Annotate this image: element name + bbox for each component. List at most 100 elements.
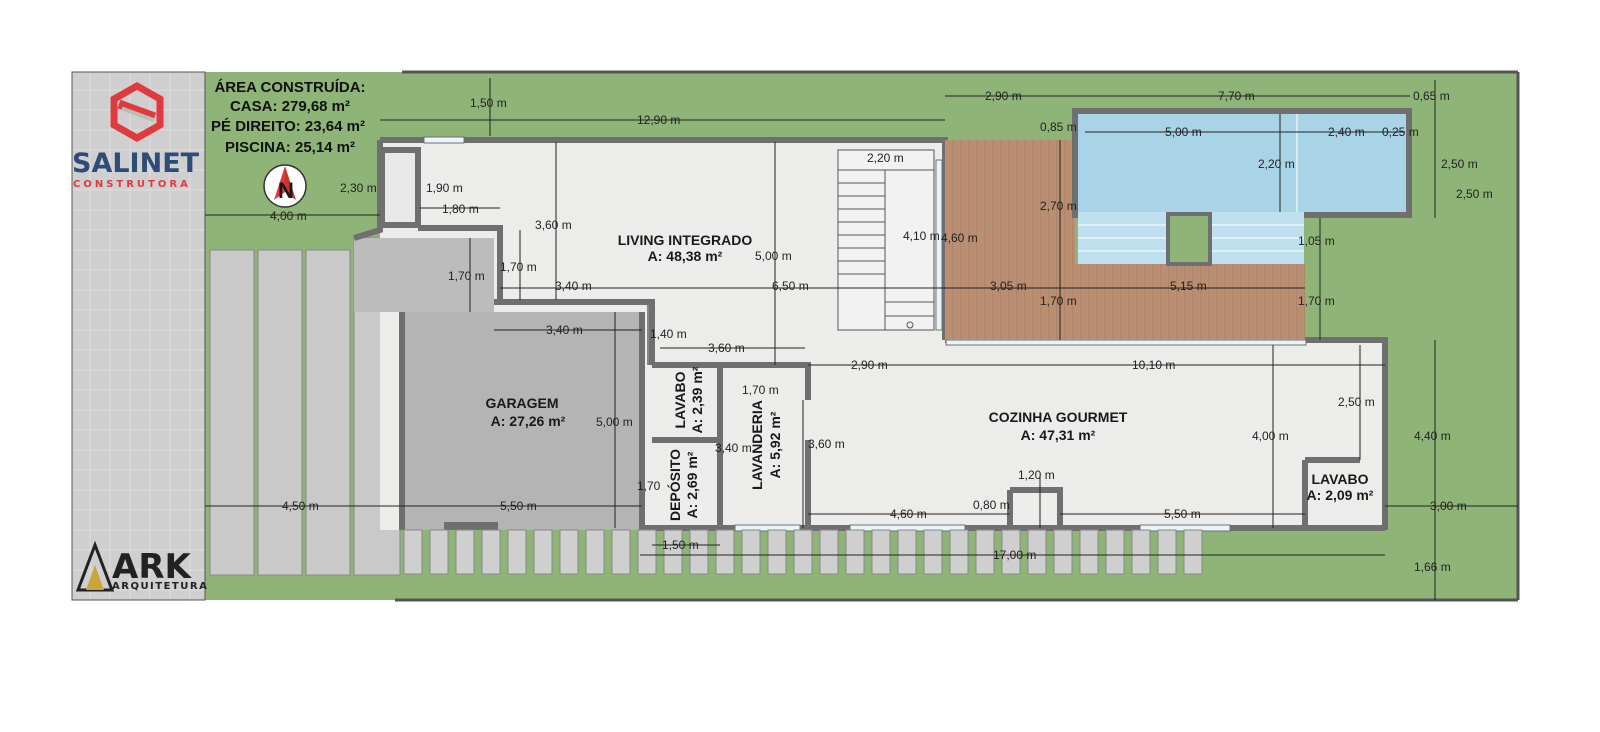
dim-label: 4,00 m — [1252, 429, 1289, 443]
compass-letter: N — [278, 178, 294, 203]
dim-label: 1,70 — [637, 479, 661, 493]
dim-label: 5,00 m — [1165, 125, 1202, 139]
compass-icon: N — [263, 164, 307, 208]
garage-entry — [354, 238, 494, 312]
dim-label: 5,00 m — [596, 415, 633, 429]
rotated-room-labels: LAVABO A: 2,39 m² LAVANDERIA A: 5,92 m² … — [666, 366, 783, 521]
staircase — [837, 149, 935, 331]
room-name-deposito: DEPÓSITO — [666, 449, 683, 521]
dimension-labels: 1,50 m 12,90 m 2,90 m 7,70 m 0,65 m 0,85… — [270, 89, 1493, 574]
room-name-lavabo1: LAVABO — [672, 371, 688, 428]
room-area-deposito: A: 2,69 m² — [684, 451, 700, 518]
dim-label: 1,20 m — [1018, 468, 1055, 482]
dim-label: 5,15 m — [1170, 279, 1207, 293]
dim-label: 3,60 m — [535, 218, 572, 232]
dim-label: 3,00 m — [1430, 499, 1467, 513]
room-name-lavanderia: LAVANDERIA — [749, 400, 765, 490]
room-area-living: A: 48,38 m² — [648, 248, 723, 264]
dim-label: 5,50 m — [1164, 507, 1201, 521]
dim-label: 1,05 m — [1298, 234, 1335, 248]
dim-label: 3,60 m — [808, 437, 845, 451]
dim-label: 2,50 m — [1441, 157, 1478, 171]
dim-label: 1,70 m — [1040, 294, 1077, 308]
pool-center-block — [1166, 212, 1212, 266]
dim-label: 0,65 m — [1413, 89, 1450, 103]
dim-label: 1,80 m — [442, 202, 479, 216]
dim-label: 2,40 m — [1328, 125, 1365, 139]
garage-door — [444, 522, 498, 530]
dim-label: 3,60 m — [708, 341, 745, 355]
parking-slot — [257, 249, 303, 576]
garage-floor — [402, 312, 642, 530]
sidewalk-left — [71, 71, 206, 601]
dim-label: 2,70 m — [1040, 199, 1077, 213]
windows — [423, 136, 1307, 532]
dim-label: 0,80 m — [973, 498, 1010, 512]
dim-label: 0,25 m — [1382, 125, 1419, 139]
ark-tagline: ARQUITETURA — [112, 581, 208, 592]
dim-label: 1,50 m — [470, 96, 507, 110]
summary-piscina: PISCINA: 25,14 m² — [225, 139, 355, 156]
area-summary: ÁREA CONSTRUÍDA: CASA: 279,68 m² PÉ DIRE… — [211, 79, 366, 156]
room-name-garagem: GARAGEM — [485, 395, 558, 411]
room-area-lavabo2: A: 2,09 m² — [1307, 487, 1374, 503]
dim-label: 1,70 m — [500, 260, 537, 274]
ark-name: ARK — [112, 547, 192, 587]
dim-label: 3,05 m — [990, 279, 1027, 293]
wood-deck-lower — [1075, 264, 1305, 340]
summary-pe-direito: PÉ DIREITO: 23,64 m² — [211, 118, 365, 135]
room-area-lavabo1: A: 2,39 m² — [689, 366, 705, 433]
dim-label: 2,90 m — [985, 89, 1022, 103]
utility-box — [379, 147, 421, 228]
dim-label: 1,70 m — [448, 269, 485, 283]
dim-label: 10,10 m — [1132, 358, 1175, 372]
summary-casa: CASA: 279,68 m² — [230, 98, 350, 115]
dim-label: 3,40 m — [546, 323, 583, 337]
salinet-tagline: CONSTRUTORA — [73, 179, 191, 190]
dim-label: 2,50 m — [1338, 395, 1375, 409]
dim-label: 5,50 m — [500, 499, 537, 513]
dim-label: 2,30 m — [340, 181, 377, 195]
dim-label: 1,70 m — [1298, 294, 1335, 308]
room-area-lavanderia: A: 5,92 m² — [767, 411, 783, 478]
room-name-cozinha: COZINHA GOURMET — [989, 409, 1128, 425]
ark-logo: ARK ARQUITETURA — [75, 540, 208, 592]
dim-label: 6,50 m — [772, 279, 809, 293]
sidewalk-bottom — [403, 529, 1203, 575]
room-name-lavabo2: LAVABO — [1311, 471, 1368, 487]
wood-deck — [945, 140, 1075, 340]
salinet-logo: SALINET CONSTRUTORA — [72, 81, 200, 190]
salinet-name: SALINET — [72, 148, 200, 179]
dim-label: 1,50 m — [662, 538, 699, 552]
dim-label: 2,50 m — [1456, 187, 1493, 201]
pool-water — [1078, 114, 1406, 212]
dim-label: 1,66 m — [1414, 560, 1451, 574]
dim-label: 3,40 m — [715, 441, 752, 455]
parking-slot — [305, 249, 351, 576]
house-floor-right — [805, 340, 1385, 530]
room-area-garagem: A: 27,26 m² — [491, 413, 566, 429]
dim-label: 2,20 m — [867, 151, 904, 165]
parking-slot — [209, 249, 255, 576]
dim-label: 4,50 m — [282, 499, 319, 513]
dim-label: 1,70 m — [742, 383, 779, 397]
summary-title: ÁREA CONSTRUÍDA: — [214, 79, 365, 96]
dim-label: 1,90 m — [426, 181, 463, 195]
room-name-living: LIVING INTEGRADO — [618, 232, 753, 248]
room-labels: LIVING INTEGRADO A: 48,38 m² GARAGEM A: … — [485, 232, 1373, 503]
dim-label: 4,60 m — [890, 507, 927, 521]
dim-label: 0,85 m — [1040, 120, 1077, 134]
salinet-hexagon-icon — [110, 81, 164, 143]
dim-label: 3,40 m — [555, 279, 592, 293]
dimension-lines — [205, 78, 1518, 600]
dim-label: 12,90 m — [637, 113, 680, 127]
dim-label: 7,70 m — [1218, 89, 1255, 103]
dim-label: 4,60 m — [941, 231, 978, 245]
dim-label: 4,40 m — [1414, 429, 1451, 443]
dim-label: 17,00 m — [993, 548, 1036, 562]
room-area-cozinha: A: 47,31 m² — [1021, 427, 1096, 443]
dim-label: 2,20 m — [1258, 157, 1295, 171]
dim-label: 4,00 m — [270, 209, 307, 223]
dim-label: 1,40 m — [650, 327, 687, 341]
